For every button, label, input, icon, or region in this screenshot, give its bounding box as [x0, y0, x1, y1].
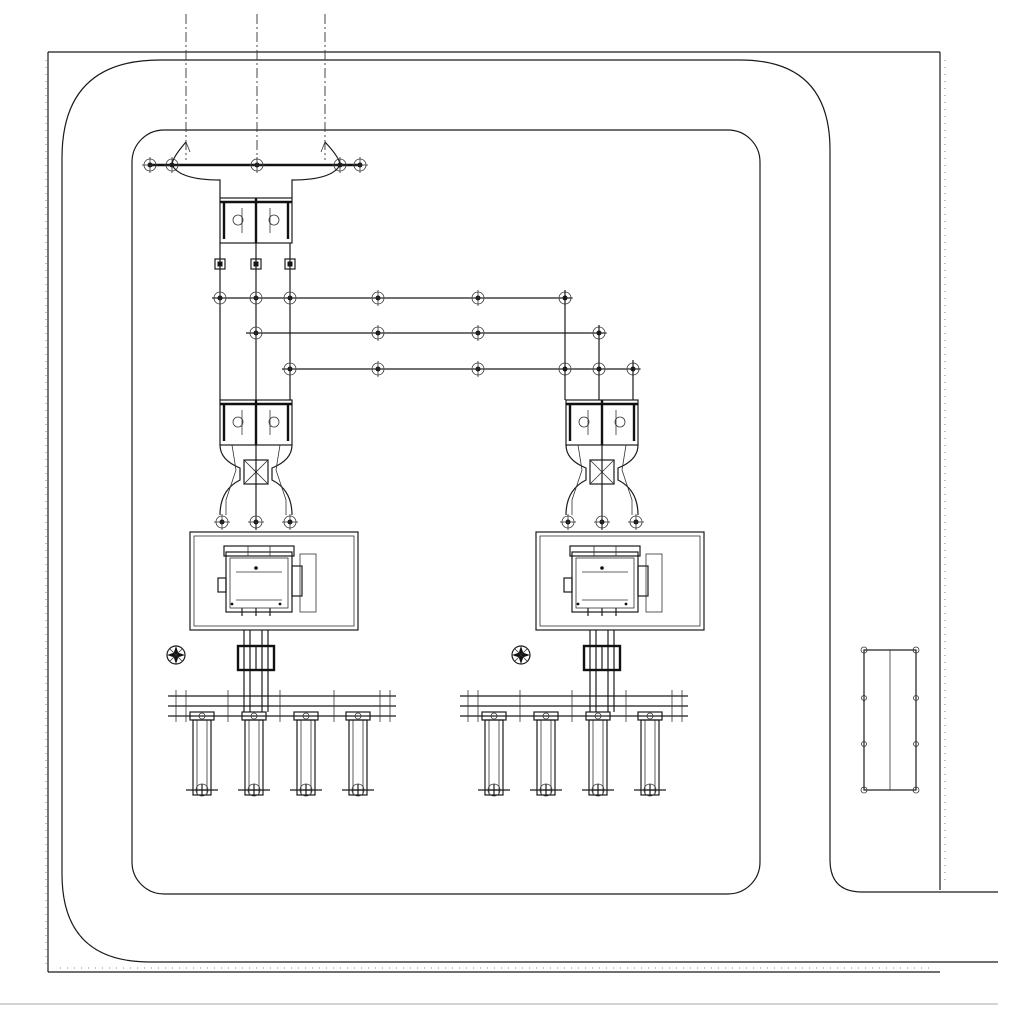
rose-symbol-left	[166, 645, 186, 665]
auxiliary-building	[860, 646, 920, 794]
site-boundary	[45, 51, 946, 973]
transformer-left	[189, 531, 359, 631]
secondary-links-left	[236, 630, 276, 712]
incoming-lines	[185, 14, 326, 160]
switchgear-left-lower	[213, 398, 299, 531]
feeder-group-right	[460, 690, 688, 796]
feeder-group-left	[168, 690, 396, 796]
bay-conductors-right	[564, 290, 634, 400]
outer-road	[61, 59, 998, 963]
bay-conductors-left	[219, 243, 291, 400]
inner-yard	[131, 129, 761, 895]
switchgear-left-upper	[218, 196, 294, 245]
secondary-links-right	[582, 630, 622, 712]
transformer-right	[535, 531, 705, 631]
busbars	[211, 289, 642, 378]
switchgear-right-lower	[559, 398, 645, 531]
line-gantry	[141, 141, 369, 198]
rose-symbol-right	[511, 645, 531, 665]
supports-left	[214, 258, 296, 270]
